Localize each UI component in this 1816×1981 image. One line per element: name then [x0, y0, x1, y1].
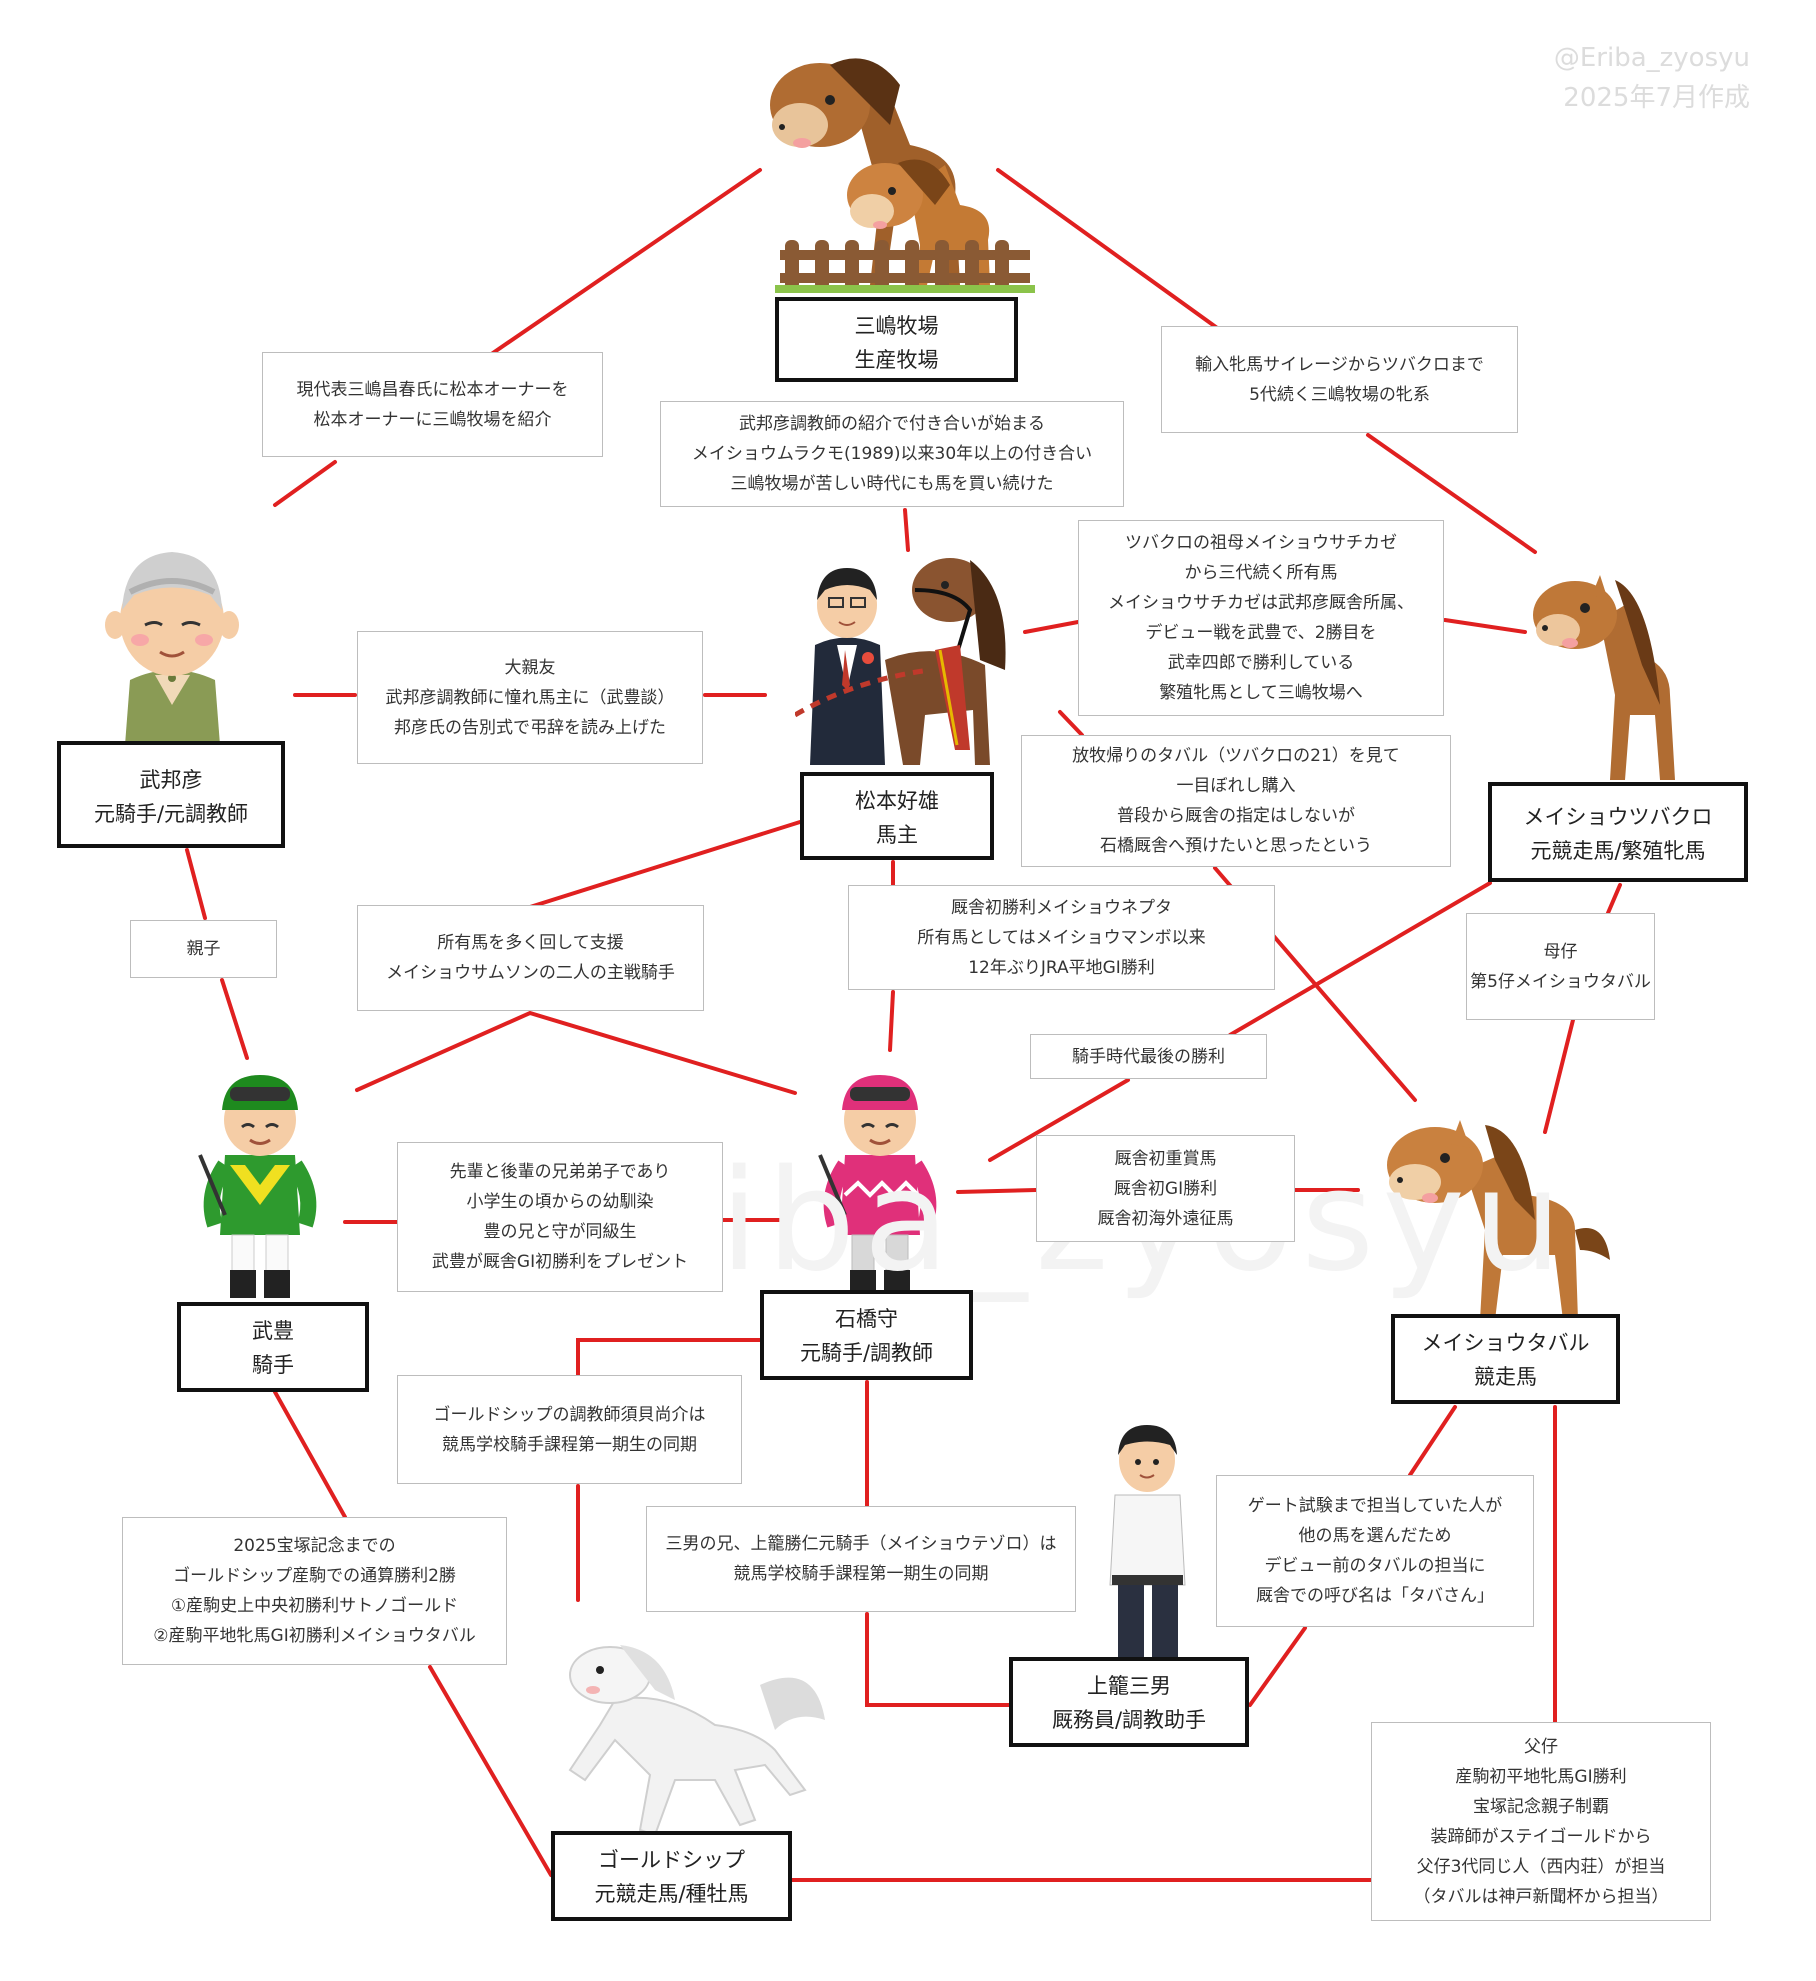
link-farm-tsubakuro-lower — [1366, 433, 1537, 554]
link-farm-matsumoto — [903, 508, 910, 552]
link-kunihiko-parent — [185, 848, 207, 920]
node-meisho-tabaru: メイショウタバル 競走馬 — [1391, 1314, 1620, 1404]
old-man-illustration — [105, 552, 239, 745]
link-farm-kunihiko — [488, 168, 762, 357]
link-yutaka-goldship-a — [273, 1390, 347, 1519]
link-tabaru-kamikago-b — [1248, 1626, 1307, 1707]
link-yutaka-goldship-b — [428, 1665, 553, 1877]
link-tabaru-kamikago-a — [1408, 1405, 1457, 1477]
note-last-win: 騎手時代最後の勝利 — [1030, 1034, 1267, 1079]
note-mishima-tsubakuro: 輸入牝馬サイレージからツバクロまで 5代続く三嶋牧場の牝系 — [1161, 326, 1518, 433]
note-matsumoto-mishima: 武邦彦調教師の紹介で付き合いが始まる メイショウムラクモ(1989)以来30年以… — [660, 401, 1124, 507]
fence-icon — [780, 240, 1030, 290]
note-ishibashi-kamikago: 三男の兄、上籠勝仁元騎手（メイショウテゾロ）は 競馬学校騎手課程第一期生の同期 — [646, 1506, 1076, 1612]
watermark-date: 2025年7月作成 — [1563, 83, 1750, 113]
link-tsubakuro-tabaru-a — [1606, 883, 1622, 915]
owner-with-horse-illustration — [795, 558, 1006, 765]
note-yutaka-ishibashi: 先輩と後輩の兄弟弟子であり 小学生の頃からの幼馴染 豊の兄と守が同級生 武豊が厩… — [397, 1142, 723, 1292]
link-parent-yutaka — [220, 978, 249, 1060]
jockey-green-illustration — [198, 1075, 317, 1298]
note-ishibashi-goldship: ゴールドシップの調教師須貝尚介は 競馬学校騎手課程第一期生の同期 — [397, 1375, 742, 1484]
node-mishima-farm: 三嶋牧場 生産牧場 — [775, 297, 1018, 382]
link-tsubakuro-lastwin — [1228, 881, 1492, 1037]
note-parent-child: 親子 — [130, 920, 277, 978]
node-matsumoto-yoshio: 松本好雄 馬主 — [800, 772, 994, 860]
note-kunihiko-mishima: 現代表三嶋昌春氏に松本オーナーを 松本オーナーに三嶋牧場を紹介 — [262, 352, 603, 457]
note-matsumoto-tabaru: 放牧帰りのタバル（ツバクロの21）を見て 一目ぼれし購入 普段から厩舎の指定はし… — [1021, 735, 1451, 867]
note-tsubakuro-tabaru: 母仔 第5仔メイショウタバル — [1466, 913, 1655, 1020]
note-matsumoto-tsubakuro: ツバクロの祖母メイショウサチカゼ から三代続く所有馬 メイショウサチカゼは武邦彦… — [1078, 520, 1444, 716]
note-kamikago-tabaru: ゲート試験まで担当していた人が 他の馬を選んだため デビュー前のタバルの担当に … — [1216, 1475, 1534, 1627]
note-matsumoto-ishibashi: 厩舎初勝利メイショウネプタ 所有馬としてはメイショウマンボ以来 12年ぶりJRA… — [848, 885, 1275, 990]
gray-horse-illustration — [568, 1645, 825, 1837]
link-matsumoto-jockeys — [528, 820, 802, 909]
link-farm-tsubakuro — [996, 168, 1222, 332]
node-meisho-tsubakuro: メイショウツバクロ 元競走馬/繁殖牝馬 — [1488, 782, 1748, 882]
watermark-handle: @Eriba_zyosyu — [1553, 43, 1750, 73]
link-matsumoto-tabaru-a — [1058, 710, 1084, 737]
node-kamikago-mitsuo: 上籠三男 厩務員/調教助手 — [1009, 1657, 1249, 1747]
node-take-yutaka: 武豊 騎手 — [177, 1302, 369, 1392]
note-goldship-tabaru: 父仔 産駒初平地牝馬GI勝利 宝塚記念親子制覇 装蹄師がステイゴールドから 父仔… — [1371, 1722, 1711, 1921]
jockey-pink-illustration — [818, 1075, 937, 1298]
chestnut-horse-illustration — [1387, 1120, 1610, 1320]
link-matsumoto-tsubakuro-b — [1443, 618, 1527, 634]
link-jockeys-fork — [355, 1010, 797, 1095]
link-ishibashi-tabaru-a — [956, 1188, 1038, 1194]
watermark: @Eriba_zyosyu 2025年7月作成 — [1554, 38, 1750, 118]
farm-horses-illustration — [770, 58, 1035, 293]
node-gold-ship: ゴールドシップ 元競走馬/種牡馬 — [551, 1831, 792, 1921]
bay-mare-illustration — [1533, 575, 1675, 780]
link-tsubakuro-tabaru-b — [1543, 1018, 1575, 1134]
note-kunihiko-matsumoto: 大親友 武邦彦調教師に憧れ馬主に（武豊談） 邦彦氏の告別式で弔辞を読み上げた — [357, 631, 703, 764]
link-farm-kunihiko-lower — [273, 460, 337, 507]
big-horse-icon — [770, 58, 960, 285]
lead-rope-icon — [795, 667, 931, 718]
note-ishibashi-tabaru: 厩舎初重賞馬 厩舎初GI勝利 厩舎初海外遠征馬 — [1036, 1135, 1295, 1242]
node-take-kunihiko: 武邦彦 元騎手/元調教師 — [57, 741, 285, 848]
link-ishibashi-kamikago-b — [865, 1612, 1011, 1707]
link-matsumoto-tsubakuro-a — [1023, 620, 1080, 634]
staff-man-illustration — [1109, 1425, 1186, 1668]
owner-person-icon — [810, 568, 885, 765]
note-matsumoto-jockeys: 所有馬を多く回して支援 メイショウサムソンの二人の主戦騎手 — [357, 905, 704, 1011]
horse-icon — [885, 558, 1006, 765]
note-yutaka-goldship: 2025宝塚記念までの ゴールドシップ産駒での通算勝利2勝 ①産駒史上中央初勝利… — [122, 1517, 507, 1665]
node-ishibashi-mamoru: 石橋守 元騎手/調教師 — [760, 1290, 973, 1380]
link-ishibashi-goldship — [576, 1338, 762, 1377]
link-lastwin-ishibashi — [988, 1078, 1130, 1162]
link-matsumoto-ishibashi-b — [888, 990, 895, 1052]
